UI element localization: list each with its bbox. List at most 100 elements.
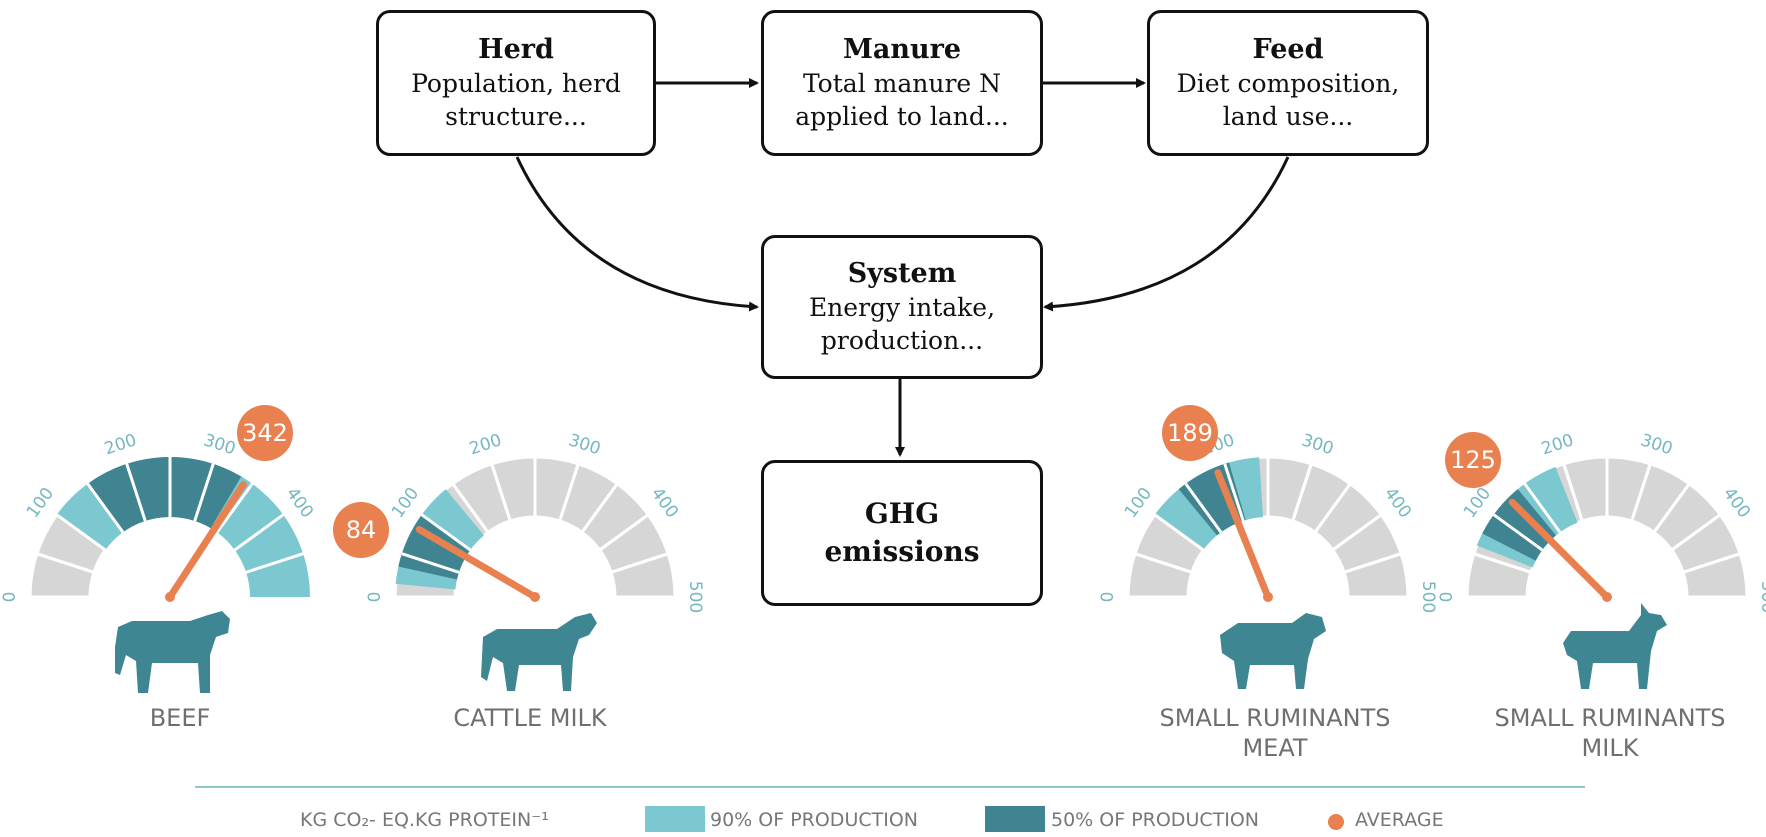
gauge-segment	[609, 551, 677, 599]
gauge-tick-label: 300	[201, 430, 238, 459]
gauge-average-value: 125	[1450, 446, 1496, 474]
gauge-needle	[415, 526, 539, 601]
gauge-average-value: 189	[1167, 419, 1213, 447]
gauge-average-value: 342	[242, 419, 288, 447]
feed-description: Diet composition, land use...	[1176, 69, 1400, 131]
legend-swatch-90	[645, 806, 705, 832]
gauge-segment	[1342, 551, 1410, 599]
sheep-icon	[1220, 613, 1326, 689]
gauge-needle	[166, 481, 247, 601]
legend-swatch-50	[985, 806, 1045, 832]
gauge-divider	[1630, 463, 1652, 522]
gauge-divider	[451, 482, 490, 534]
legend-label-50: 50% OF PRODUCTION	[1051, 809, 1259, 831]
legend-label-average: AVERAGE	[1355, 809, 1444, 831]
herd-box: Herd Population, herd structure...	[376, 10, 656, 156]
manure-title: Manure	[842, 34, 962, 65]
gauge-tick-label: 0	[365, 592, 385, 603]
gauge-divider	[36, 552, 95, 574]
gauge-tick-label: 400	[1719, 484, 1754, 522]
manure-description: Total manure N applied to land...	[795, 69, 1009, 131]
gauge-divider	[1652, 482, 1691, 534]
system-title: System	[847, 258, 957, 289]
gauge-range-50	[87, 456, 242, 533]
gauge-divider	[245, 552, 304, 574]
gauge-tick-label: 100	[1460, 484, 1495, 522]
gauge-tick-label: 0	[1437, 592, 1457, 603]
system-description: Energy intake, production...	[808, 293, 996, 355]
gauge-divider	[193, 463, 215, 522]
gauge-divider	[1184, 482, 1223, 534]
legend-dot-average	[1328, 814, 1344, 830]
gauge-needle	[1508, 498, 1611, 601]
feed-title: Feed	[1252, 34, 1324, 65]
gauge-tick-label: 300	[1299, 430, 1336, 459]
gauge-divider	[1492, 513, 1544, 552]
goat-icon	[1563, 603, 1667, 689]
gauge-range-50	[1482, 489, 1557, 561]
legend-divider	[195, 786, 1585, 788]
feed-box: Feed Diet composition, land use...	[1147, 10, 1429, 156]
gauge-divider	[610, 552, 669, 574]
gauge-divider	[1291, 463, 1313, 522]
gauge-divider	[55, 513, 107, 552]
gauge-tick-label: 500	[1418, 581, 1438, 613]
gauge-label-cattle-milk: CATTLE MILK	[453, 704, 607, 732]
gauge-tick-label: 100	[23, 484, 58, 522]
system-box: System Energy intake, production...	[761, 235, 1043, 379]
gauge-segment	[1681, 551, 1749, 599]
gauge-tick-label: 0	[0, 592, 20, 603]
gauge-label-small-ruminants-meat: SMALL RUMINANTS MEAT	[1159, 704, 1391, 762]
arrow-herd-system	[515, 156, 759, 312]
gauge-tick-label: 100	[388, 484, 423, 522]
gauge-tick-label: 200	[467, 430, 504, 459]
gauge-tick-label: 200	[1539, 430, 1576, 459]
gauge-divider	[558, 463, 580, 522]
gauge-divider	[1670, 513, 1722, 552]
gauge-divider	[233, 513, 285, 552]
gauge-needle	[1214, 469, 1272, 601]
dairy-cow-icon	[481, 613, 597, 691]
gauge-divider	[1473, 552, 1532, 574]
gauge-average-bubble	[237, 405, 293, 461]
gauge-average-bubble	[1445, 432, 1501, 488]
gauge-tick-label: 300	[1638, 430, 1675, 459]
gauge-divider	[490, 463, 512, 522]
gauge-label-small-ruminants-milk: SMALL RUMINANTS MILK	[1494, 704, 1726, 762]
gauge-tick-label: 500	[1757, 581, 1766, 613]
herd-description: Population, herd structure...	[411, 69, 621, 131]
gauge-divider	[125, 463, 147, 522]
gauge-tick-label: 300	[566, 430, 603, 459]
gauge-label-beef: BEEF	[149, 704, 211, 732]
gauge-divider	[1223, 463, 1245, 522]
arrow-feed-system	[1043, 156, 1290, 312]
gauge-needle-hub	[165, 592, 175, 602]
gauge-divider	[215, 482, 254, 534]
gauge-divider	[401, 552, 460, 574]
legend-unit: KG CO₂- EQ.KG PROTEIN⁻¹	[300, 809, 549, 831]
gauge-needle-hub	[1263, 592, 1273, 602]
gauge-divider	[598, 513, 650, 552]
gauge-tick-label: 400	[282, 484, 317, 522]
gauge-small-ruminants-milk: 0 100 200 300 400 500 125	[1437, 430, 1766, 689]
legend-label-90: 90% OF PRODUCTION	[710, 809, 918, 831]
gauge-needle-hub	[1602, 592, 1612, 602]
gauge-average-bubble	[333, 502, 389, 558]
gauge-divider	[1562, 463, 1584, 522]
manure-box: Manure Total manure N applied to land...	[761, 10, 1043, 156]
gauge-divider	[1343, 552, 1402, 574]
gauge-needle-hub	[530, 592, 540, 602]
gauge-divider	[86, 482, 125, 534]
gauge-divider	[420, 513, 472, 552]
gauge-divider	[1682, 552, 1741, 574]
gauge-divider	[1331, 513, 1383, 552]
gauge-tick-label: 0	[1098, 592, 1118, 603]
gauge-divider	[580, 482, 619, 534]
gauge-divider	[1523, 482, 1562, 534]
herd-title: Herd	[478, 34, 554, 65]
